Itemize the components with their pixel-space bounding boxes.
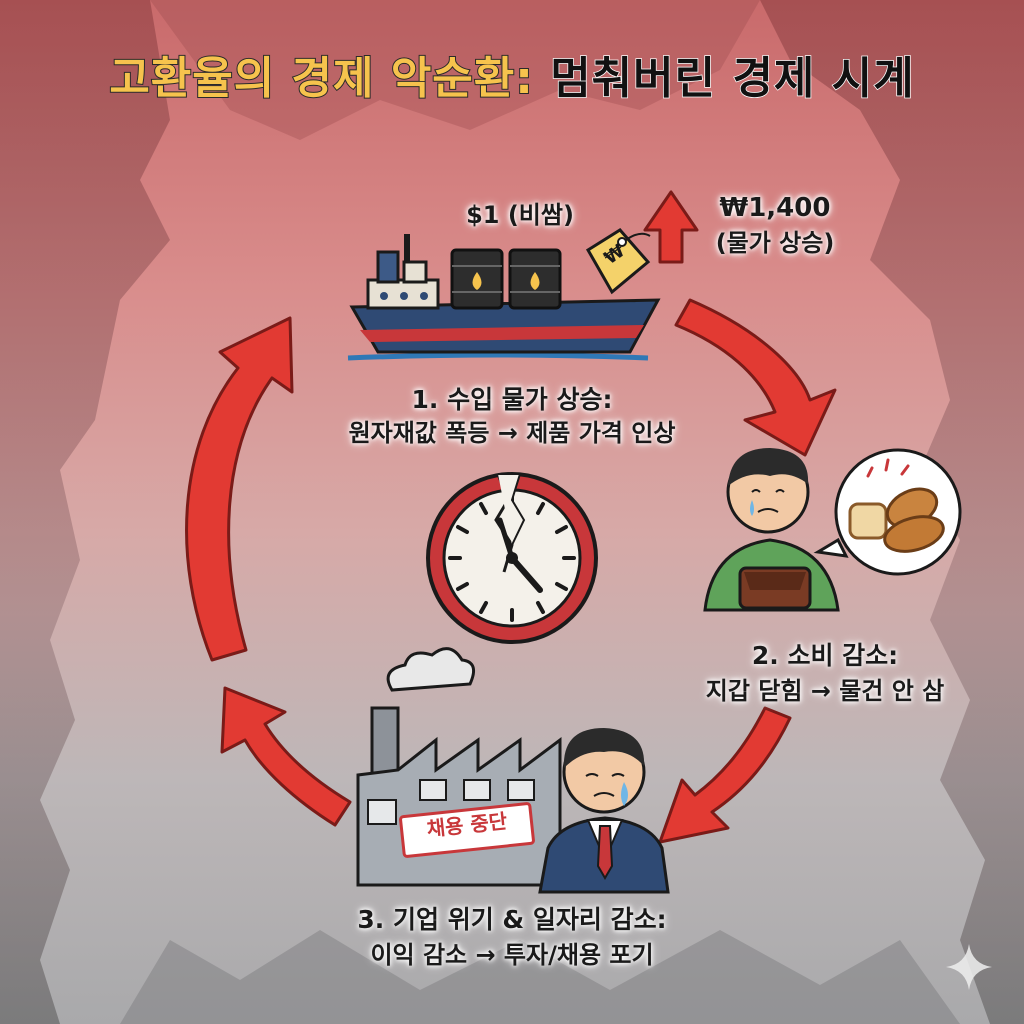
step1-title: 1. 수입 물가 상승:	[411, 385, 613, 414]
won-price-label: ₩1,400	[719, 193, 831, 223]
up-arrow-icon	[643, 190, 699, 264]
step2-title: 2. 소비 감소:	[751, 641, 899, 670]
arrow-business-to-import-lower	[220, 686, 352, 827]
bottom-shadow-shape	[120, 930, 960, 1024]
step3-desc: 이익 감소 → 투자/채용 포기	[370, 941, 654, 969]
wallet-icon	[738, 566, 812, 610]
cargo-ship-icon	[347, 234, 661, 361]
top-shadow-shape	[150, 0, 760, 140]
oil-barrel-icon	[450, 248, 562, 310]
step1-desc: 원자재값 폭등 → 제품 가격 인상	[348, 419, 676, 447]
broken-clock-icon	[426, 472, 598, 644]
dollar-price-label: $1 (비쌈)	[466, 201, 574, 229]
title-part2: 멈춰버린 경제 시계	[549, 52, 915, 105]
worried-man-icon	[703, 448, 840, 612]
step2-desc: 지갑 닫힘 → 물건 안 삼	[705, 677, 945, 705]
right-shadow-shape	[760, 0, 1024, 1024]
bread-icon	[813, 448, 962, 576]
sparkle-icon	[946, 944, 992, 990]
cycle-arrows	[185, 298, 837, 844]
step3-title: 3. 기업 위기 & 일자리 감소:	[357, 905, 667, 934]
won-price-note: (물가 상승)	[715, 229, 835, 257]
left-shadow-shape	[0, 0, 170, 1024]
arrow-import-to-consumption	[674, 298, 837, 457]
arrow-business-to-import-upper	[185, 316, 294, 662]
page-title: 고환율의 경제 악순환: 멈춰버린 경제 시계	[0, 42, 1024, 106]
crying-businessman-icon	[538, 728, 670, 894]
arrow-consumption-to-business	[658, 706, 792, 844]
price-tag-icon	[585, 228, 651, 295]
factory-icon	[356, 647, 562, 887]
title-part1: 고환율의 경제 악순환:	[108, 52, 534, 105]
